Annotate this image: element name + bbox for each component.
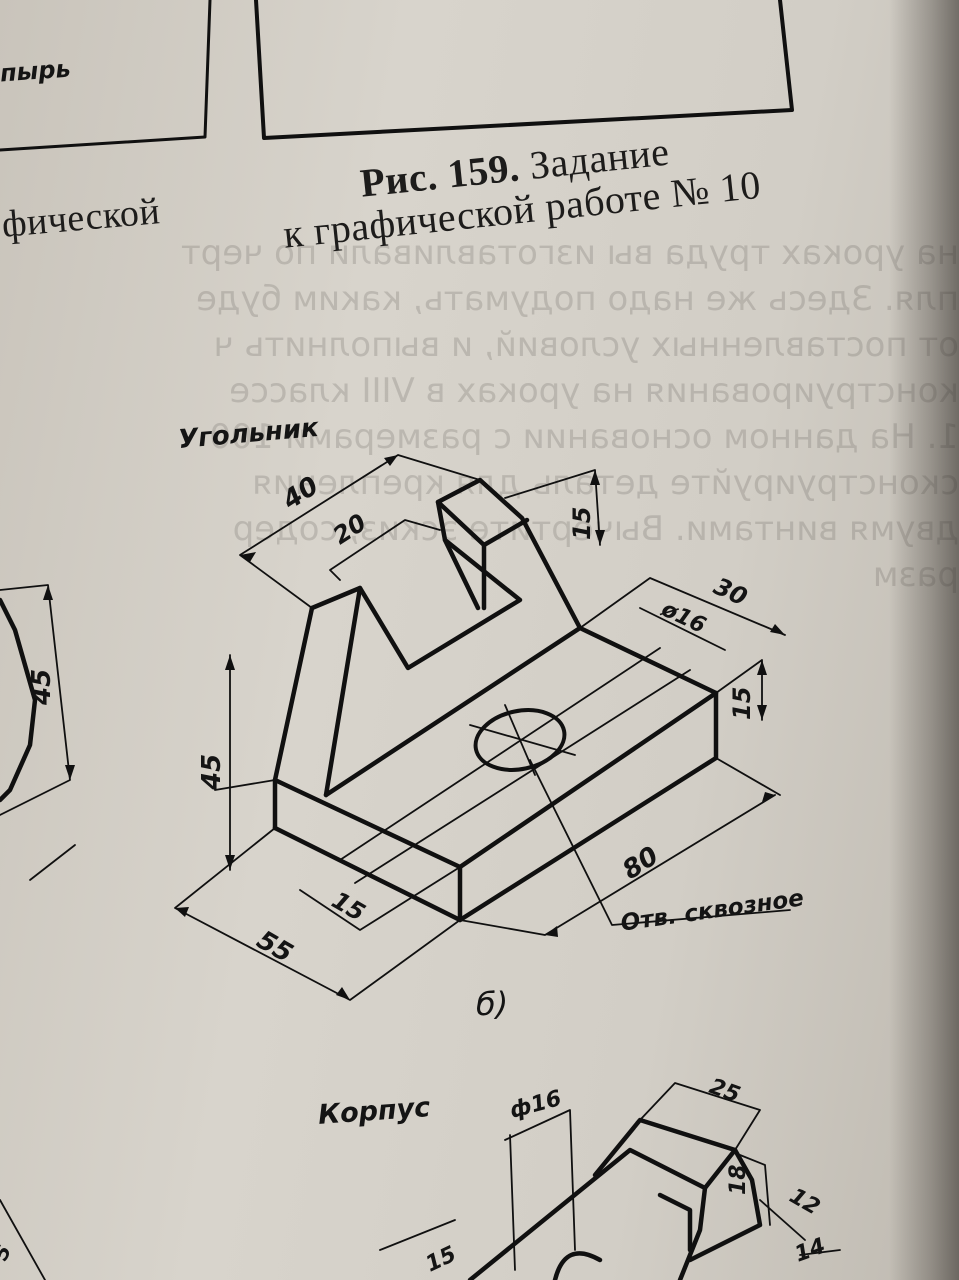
dim-45: 45: [197, 754, 227, 791]
left-part-dims: [0, 584, 76, 881]
dim-hole-diameter: ø16: [657, 596, 710, 638]
top-left-frame: [0, 0, 212, 152]
dimension-arrows: [43, 455, 785, 1000]
page-edge-shadow: [889, 0, 959, 1280]
korpus-dim-15: 15: [422, 1242, 460, 1278]
korpus-outline: [467, 1117, 763, 1280]
dim-45-left: 45: [27, 669, 57, 706]
korpus-dim-12: 12: [785, 1184, 824, 1221]
dim-55: 55: [252, 925, 298, 969]
top-right-frame: [254, 0, 794, 140]
left-fragment-word: пырь: [0, 54, 72, 88]
hole-ellipse: [473, 708, 567, 772]
korpus-dim-18: 18: [726, 1164, 751, 1195]
dim-15-base: 15: [728, 687, 756, 720]
korpus-dim-5: 5: [0, 1240, 16, 1264]
korpus-dim-14: 14: [792, 1234, 829, 1268]
dim-40: 40: [277, 471, 325, 516]
dim-80: 80: [617, 841, 664, 886]
korpus-dims: [0, 1082, 841, 1280]
korpus-dim-16: ф16: [507, 1086, 564, 1124]
dim-20: 20: [328, 508, 371, 550]
ugolnik-dimension-lines: [174, 454, 791, 1001]
dim-15-rib: 15: [327, 886, 370, 927]
left-part-outline: [0, 597, 38, 803]
dim-15-slot: 15: [568, 507, 596, 540]
subfigure-label: б): [476, 985, 509, 1023]
